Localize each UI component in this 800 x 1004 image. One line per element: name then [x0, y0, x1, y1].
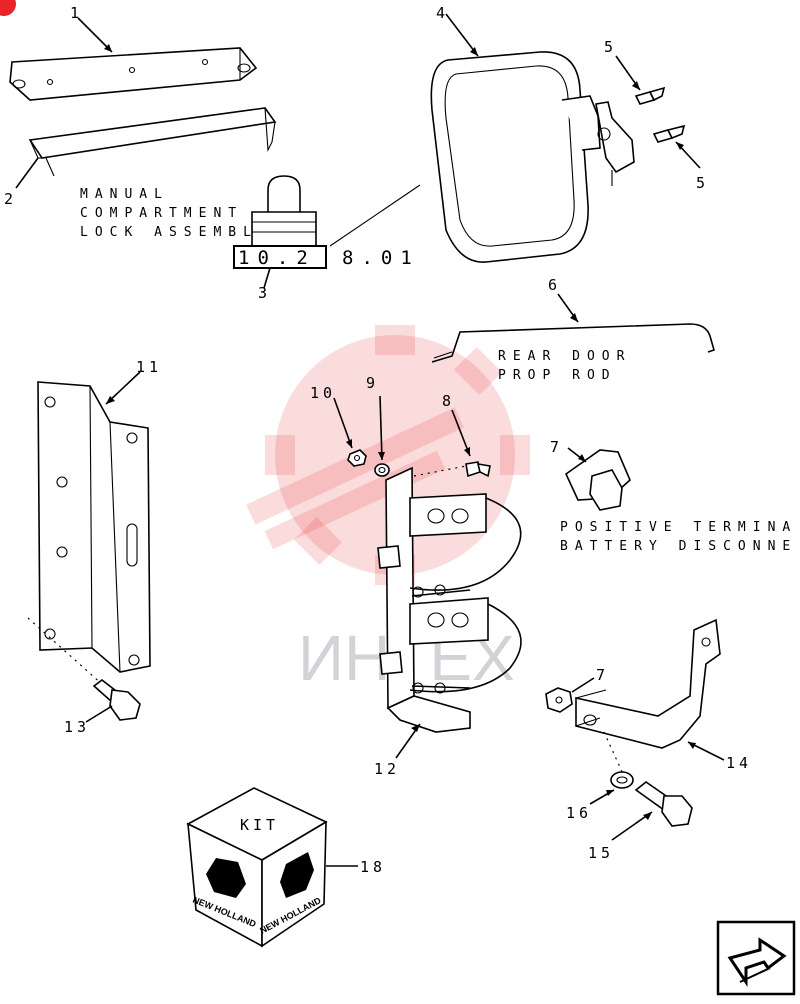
new-holland-leaf-icon [280, 852, 314, 898]
part-7-terminal-cover [564, 449, 631, 511]
new-holland-leaf-icon [206, 858, 246, 898]
part-5-screws [634, 86, 686, 143]
part-1-bracket [9, 47, 258, 101]
part-6-prop-rod [431, 323, 715, 363]
watermark-gear-logo [246, 325, 530, 585]
part-2-hinge [28, 107, 277, 177]
caption-manual-lock-line-1: MANUAL [80, 187, 169, 202]
part-16-bolt [634, 781, 693, 827]
caption-rear-door-line-1: REAR DOOR [498, 349, 631, 364]
part-10-washer [374, 463, 390, 477]
reference-boxed-number: 10.2 [238, 247, 316, 269]
caption-rear-door-line-2: PROP ROD [498, 368, 617, 383]
reference-box [233, 245, 327, 269]
callout-15: 14 [726, 754, 752, 772]
callout-7: 7 [550, 438, 563, 456]
callout-4: 4 [436, 4, 449, 22]
next-page-arrow-icon[interactable] [716, 920, 796, 996]
part-18-kit-box: NEW HOLLAND NEW HOLLAND [186, 787, 328, 948]
part-17-washer [610, 771, 634, 789]
caption-manual-lock-line-3: LOCK ASSEMBLY [80, 225, 273, 240]
callout-8: 7 [596, 666, 609, 684]
callout-10: 9 [366, 374, 379, 392]
callout-5b: 5 [696, 174, 709, 192]
kit-label: KIT [240, 816, 279, 834]
part-3-padlock [251, 175, 317, 247]
part-13-extinguisher-bracket [377, 466, 522, 733]
callout-16: 15 [588, 844, 614, 862]
callout-13: 12 [374, 760, 400, 778]
callout-9: 8 [442, 392, 455, 410]
callout-17: 16 [566, 804, 592, 822]
callout-11: 10 [310, 384, 336, 402]
part-4-mirror [430, 51, 635, 263]
part-12-mounting-plate [37, 381, 151, 673]
reference-rest-number: 8.01 [342, 247, 420, 269]
part-15-battery-bracket [575, 618, 721, 749]
callout-6: 6 [548, 276, 561, 294]
callout-12: 11 [136, 358, 162, 376]
callout-14: 13 [64, 718, 90, 736]
part-9-bolt [465, 461, 491, 478]
part-11-nut [347, 449, 367, 467]
callout-5a: 5 [604, 38, 617, 56]
callout-1: 1 [70, 4, 83, 22]
callout-2: 2 [4, 190, 17, 208]
callout-18: 18 [360, 858, 386, 876]
part-8-nut [545, 687, 573, 713]
callout-3: 3 [258, 284, 271, 302]
caption-manual-lock-line-2: COMPARTMENT [80, 206, 243, 221]
caption-positive-terminal-line-2: BATTERY DISCONNE [560, 539, 797, 554]
caption-positive-terminal-line-1: POSITIVE TERMINA [560, 520, 797, 535]
corner-badge-icon [0, 0, 16, 16]
part-14-bolt [92, 678, 141, 721]
